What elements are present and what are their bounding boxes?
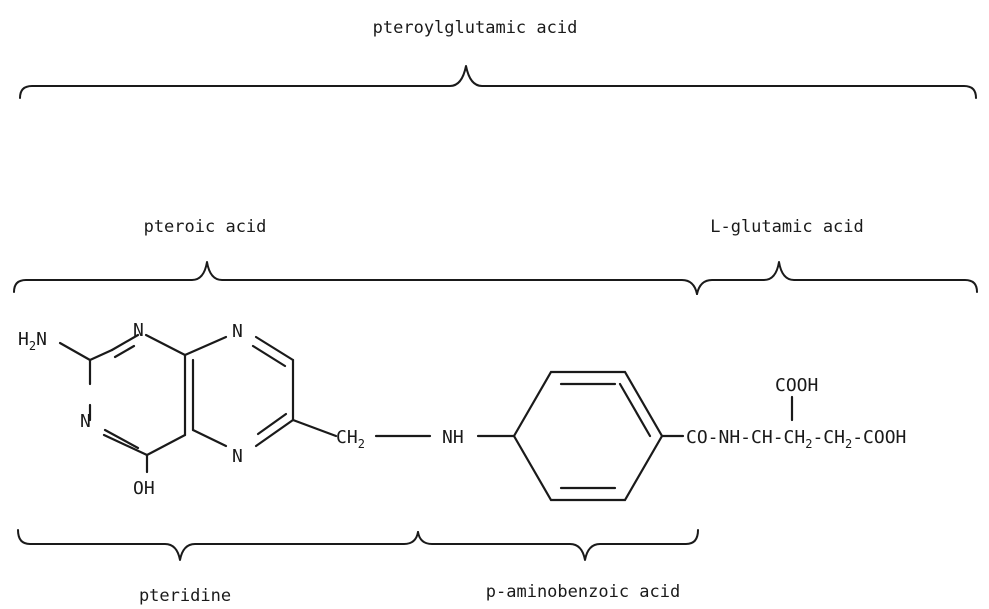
atom-methylene: CH2 <box>336 427 365 451</box>
label-pteroylglutamic-acid: pteroylglutamic acid <box>373 18 578 38</box>
atom-nh: NH <box>442 427 464 448</box>
label-pteridine: pteridine <box>139 586 231 606</box>
brace-pteroic-acid <box>13 261 698 295</box>
atom-n5: N <box>232 446 243 467</box>
atom-glutamate-chain: CO-NH-CH-CH2-CH2-COOH <box>686 427 906 451</box>
brace-p-aminobenzoic-acid <box>417 529 699 561</box>
benzene-ring-bonds <box>512 370 794 502</box>
label-pteroic-acid: pteroic acid <box>144 217 267 237</box>
label-l-glutamic-acid: L-glutamic acid <box>710 217 864 237</box>
pteridine-ring-bonds <box>58 333 516 474</box>
atom-amine-group: H2N <box>18 329 47 353</box>
brace-pteridine <box>17 529 419 561</box>
brace-l-glutamic-acid <box>696 261 978 295</box>
atom-side-cooh: COOH <box>775 375 818 396</box>
atom-hydroxyl: OH <box>133 478 155 499</box>
label-p-aminobenzoic-acid: p-aminobenzoic acid <box>486 582 680 602</box>
brace-pteroylglutamic-acid <box>19 65 977 99</box>
atom-n1: N <box>133 320 144 341</box>
atom-n8: N <box>232 321 243 342</box>
atom-n3: N <box>80 411 91 432</box>
